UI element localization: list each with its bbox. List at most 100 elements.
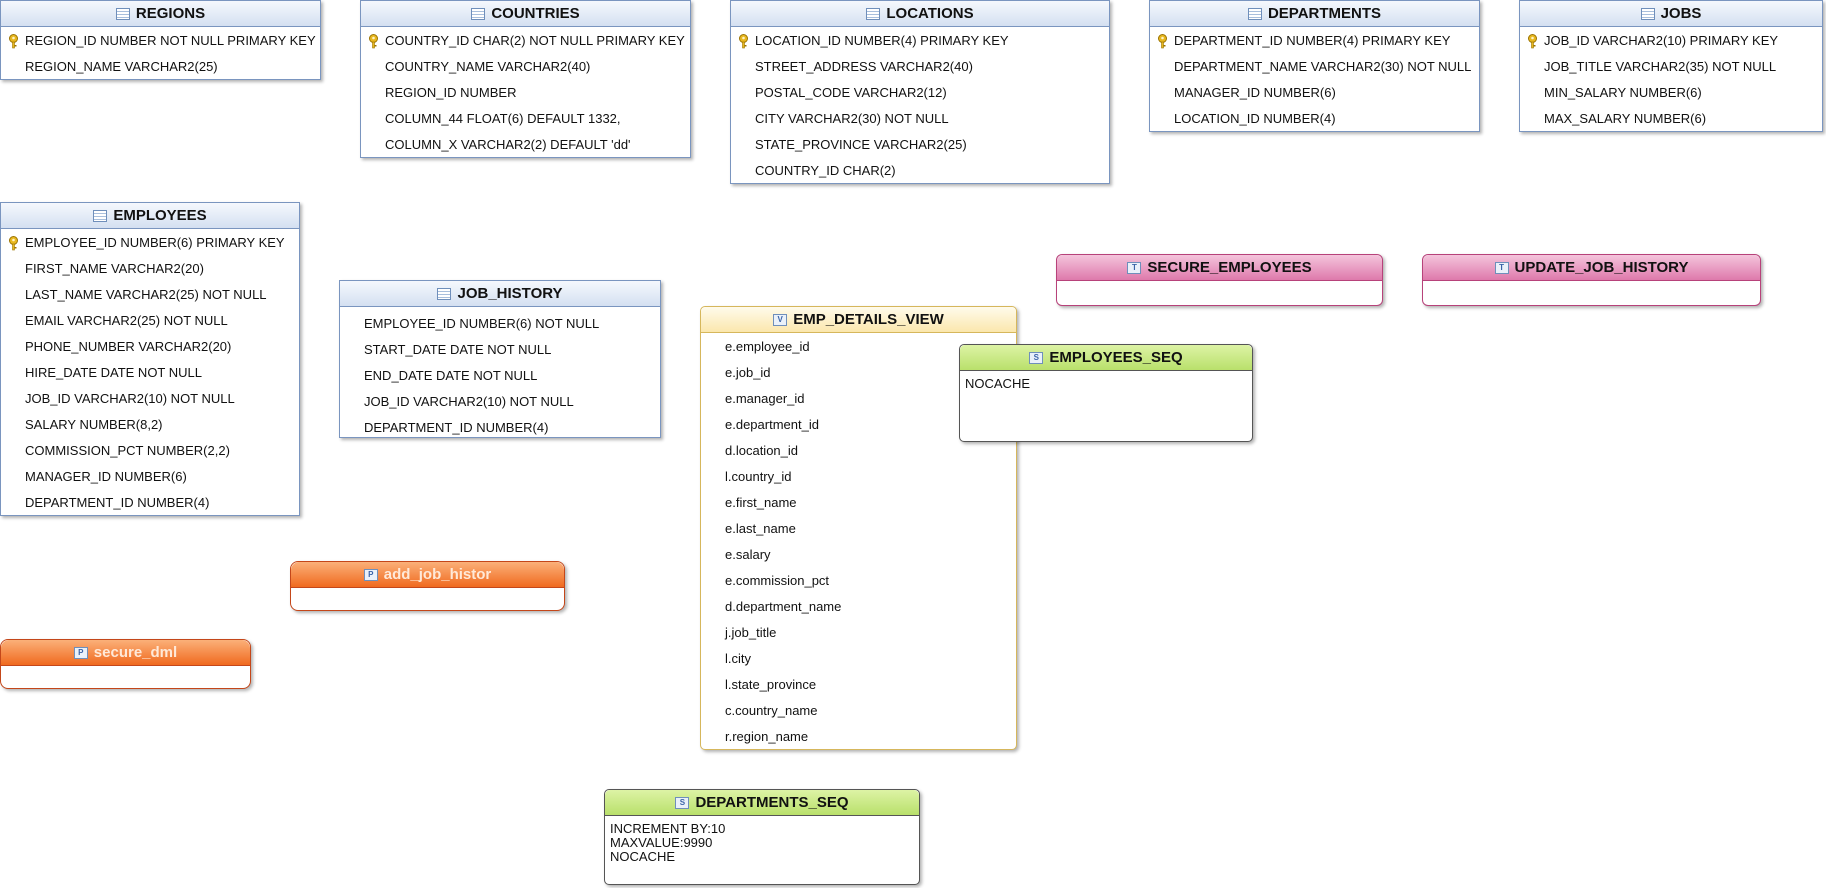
- table-job-history[interactable]: JOB_HISTORY EMPLOYEE_ID NUMBER(6) NOT NU…: [339, 280, 661, 438]
- sequence-body: INCREMENT BY:10 MAXVALUE:9990 NOCACHE: [605, 816, 919, 870]
- column-label: JOB_ID VARCHAR2(10) NOT NULL: [364, 394, 574, 409]
- column-label: COLUMN_X VARCHAR2(2) DEFAULT 'dd': [385, 137, 631, 152]
- column-row[interactable]: DEPARTMENT_ID NUMBER(4): [340, 415, 660, 441]
- column-row[interactable]: EMPLOYEE_ID NUMBER(6) NOT NULL: [340, 311, 660, 337]
- column-row[interactable]: COLUMN_X VARCHAR2(2) DEFAULT 'dd': [361, 132, 690, 158]
- column-row[interactable]: REGION_ID NUMBER: [361, 80, 690, 106]
- column-row[interactable]: MANAGER_ID NUMBER(6): [1, 464, 299, 490]
- table-employees[interactable]: EMPLOYEES EMPLOYEE_ID NUMBER(6) PRIMARY …: [0, 202, 300, 516]
- view-column-row[interactable]: r.region_name: [701, 724, 1016, 750]
- view-column-row[interactable]: d.department_name: [701, 594, 1016, 620]
- table-countries[interactable]: COUNTRIES COUNTRY_ID CHAR(2) NOT NULL PR…: [360, 0, 691, 158]
- column-label: JOB_ID VARCHAR2(10) PRIMARY KEY: [1544, 33, 1779, 48]
- column-row[interactable]: CITY VARCHAR2(30) NOT NULL: [731, 106, 1109, 132]
- column-label: d.department_name: [725, 599, 842, 614]
- column-label: DEPARTMENT_ID NUMBER(4) PRIMARY KEY: [1174, 33, 1451, 48]
- view-column-row[interactable]: e.last_name: [701, 516, 1016, 542]
- column-row[interactable]: START_DATE DATE NOT NULL: [340, 337, 660, 363]
- trigger-secure-employees[interactable]: SECURE_EMPLOYEES: [1056, 254, 1383, 306]
- column-label: r.region_name: [725, 729, 809, 744]
- table-locations[interactable]: LOCATIONS LOCATION_ID NUMBER(4) PRIMARY …: [730, 0, 1110, 184]
- table-header: LOCATIONS: [731, 1, 1109, 27]
- column-row[interactable]: EMAIL VARCHAR2(25) NOT NULL: [1, 308, 299, 334]
- view-column-row[interactable]: e.commission_pct: [701, 568, 1016, 594]
- sequence-title: DEPARTMENTS_SEQ: [695, 794, 849, 811]
- column-label: e.department_id: [725, 417, 819, 432]
- column-row[interactable]: POSTAL_CODE VARCHAR2(12): [731, 80, 1109, 106]
- column-row[interactable]: END_DATE DATE NOT NULL: [340, 363, 660, 389]
- view-column-row[interactable]: e.department_id: [701, 412, 1016, 438]
- column-row[interactable]: DEPARTMENT_ID NUMBER(4) PRIMARY KEY: [1150, 28, 1479, 54]
- view-header: EMP_DETAILS_VIEW: [701, 307, 1016, 333]
- view-column-row[interactable]: c.country_name: [701, 698, 1016, 724]
- view-column-row[interactable]: l.state_province: [701, 672, 1016, 698]
- sequence-departments-seq[interactable]: DEPARTMENTS_SEQ INCREMENT BY:10 MAXVALUE…: [604, 789, 920, 885]
- procedure-header: add_job_histor: [291, 562, 564, 588]
- column-row[interactable]: REGION_ID NUMBER NOT NULL PRIMARY KEY: [1, 28, 320, 54]
- procedure-add-job-history[interactable]: add_job_histor: [290, 561, 565, 611]
- column-label: MANAGER_ID NUMBER(6): [25, 469, 187, 484]
- column-row[interactable]: DEPARTMENT_NAME VARCHAR2(30) NOT NULL: [1150, 54, 1479, 80]
- view-column-row[interactable]: l.city: [701, 646, 1016, 672]
- view-column-row[interactable]: e.manager_id: [701, 386, 1016, 412]
- view-column-row[interactable]: e.salary: [701, 542, 1016, 568]
- view-column-row[interactable]: j.job_title: [701, 620, 1016, 646]
- column-label: MIN_SALARY NUMBER(6): [1544, 85, 1702, 100]
- column-row[interactable]: JOB_TITLE VARCHAR2(35) NOT NULL: [1520, 54, 1822, 80]
- column-label: DEPARTMENT_ID NUMBER(4): [25, 495, 210, 510]
- table-icon: [115, 7, 130, 20]
- table-regions[interactable]: REGIONS REGION_ID NUMBER NOT NULL PRIMAR…: [0, 0, 321, 80]
- column-row[interactable]: SALARY NUMBER(8,2): [1, 412, 299, 438]
- column-label: d.location_id: [725, 443, 798, 458]
- column-row[interactable]: JOB_ID VARCHAR2(10) PRIMARY KEY: [1520, 28, 1822, 54]
- column-row[interactable]: COUNTRY_NAME VARCHAR2(40): [361, 54, 690, 80]
- column-row[interactable]: COUNTRY_ID CHAR(2): [731, 158, 1109, 184]
- column-row[interactable]: FIRST_NAME VARCHAR2(20): [1, 256, 299, 282]
- trigger-icon: [1494, 261, 1509, 274]
- view-column-row[interactable]: e.job_id: [701, 360, 1016, 386]
- view-column-row[interactable]: e.first_name: [701, 490, 1016, 516]
- view-column-row[interactable]: e.employee_id: [701, 334, 1016, 360]
- trigger-update-job-history[interactable]: UPDATE_JOB_HISTORY: [1422, 254, 1761, 306]
- column-row[interactable]: JOB_ID VARCHAR2(10) NOT NULL: [1, 386, 299, 412]
- procedure-secure-dml[interactable]: secure_dml: [0, 639, 251, 689]
- column-row[interactable]: REGION_NAME VARCHAR2(25): [1, 54, 320, 80]
- column-row[interactable]: PHONE_NUMBER VARCHAR2(20): [1, 334, 299, 360]
- table-icon: [866, 7, 881, 20]
- column-row[interactable]: STREET_ADDRESS VARCHAR2(40): [731, 54, 1109, 80]
- column-label: END_DATE DATE NOT NULL: [364, 368, 538, 383]
- table-title: DEPARTMENTS: [1267, 5, 1382, 22]
- sequence-option: MAXVALUE:9990: [610, 835, 713, 850]
- table-header: COUNTRIES: [361, 1, 690, 27]
- table-icon: [437, 287, 452, 300]
- column-row[interactable]: MIN_SALARY NUMBER(6): [1520, 80, 1822, 106]
- column-row[interactable]: STATE_PROVINCE VARCHAR2(25): [731, 132, 1109, 158]
- view-column-row[interactable]: d.location_id: [701, 438, 1016, 464]
- column-row[interactable]: COMMISSION_PCT NUMBER(2,2): [1, 438, 299, 464]
- table-title: JOB_HISTORY: [457, 285, 563, 302]
- procedure-icon: [363, 568, 378, 581]
- column-row[interactable]: MAX_SALARY NUMBER(6): [1520, 106, 1822, 132]
- column-row[interactable]: JOB_ID VARCHAR2(10) NOT NULL: [340, 389, 660, 415]
- column-row[interactable]: COUNTRY_ID CHAR(2) NOT NULL PRIMARY KEY: [361, 28, 690, 54]
- column-row[interactable]: LOCATION_ID NUMBER(4) PRIMARY KEY: [731, 28, 1109, 54]
- column-row[interactable]: LOCATION_ID NUMBER(4): [1150, 106, 1479, 132]
- column-row[interactable]: MANAGER_ID NUMBER(6): [1150, 80, 1479, 106]
- table-jobs[interactable]: JOBS JOB_ID VARCHAR2(10) PRIMARY KEY JOB…: [1519, 0, 1823, 132]
- column-label: LOCATION_ID NUMBER(4): [1174, 111, 1336, 126]
- primary-key-icon: [1158, 34, 1167, 49]
- table-departments[interactable]: DEPARTMENTS DEPARTMENT_ID NUMBER(4) PRIM…: [1149, 0, 1480, 132]
- column-label: e.employee_id: [725, 339, 810, 354]
- column-label: e.last_name: [725, 521, 796, 536]
- column-row[interactable]: DEPARTMENT_ID NUMBER(4): [1, 490, 299, 516]
- column-row[interactable]: HIRE_DATE DATE NOT NULL: [1, 360, 299, 386]
- column-label: JOB_ID VARCHAR2(10) NOT NULL: [25, 391, 235, 406]
- column-label: e.first_name: [725, 495, 797, 510]
- sequence-employees-seq[interactable]: EMPLOYEES_SEQ NOCACHE: [959, 344, 1253, 442]
- column-row[interactable]: LAST_NAME VARCHAR2(25) NOT NULL: [1, 282, 299, 308]
- column-label: PHONE_NUMBER VARCHAR2(20): [25, 339, 232, 354]
- column-row[interactable]: EMPLOYEE_ID NUMBER(6) PRIMARY KEY: [1, 230, 299, 256]
- primary-key-icon: [369, 34, 378, 49]
- column-row[interactable]: COLUMN_44 FLOAT(6) DEFAULT 1332,: [361, 106, 690, 132]
- view-column-row[interactable]: l.country_id: [701, 464, 1016, 490]
